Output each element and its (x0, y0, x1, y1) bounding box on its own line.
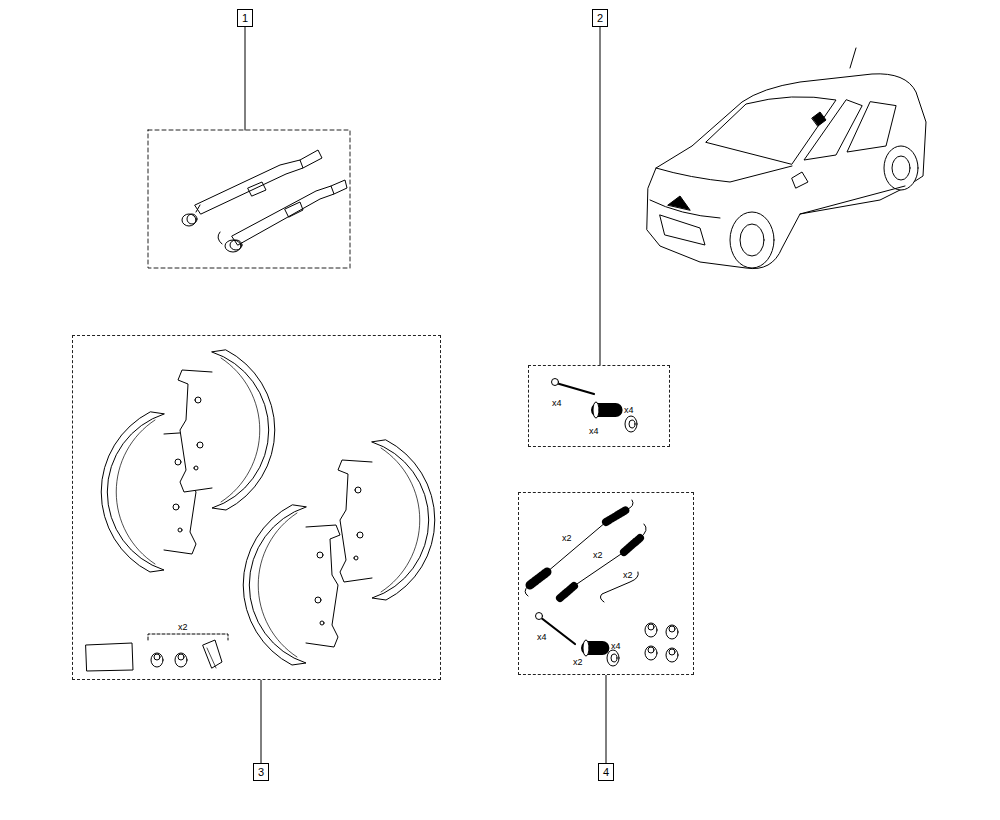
quantity-label: x2 (573, 657, 583, 667)
callout-number: 2 (597, 12, 603, 24)
callout-number: 1 (242, 12, 248, 24)
quantity-label: x4 (552, 398, 562, 408)
callout-box: 4 (598, 763, 614, 781)
quantity-label: x4 (611, 641, 621, 651)
callout-box: 2 (592, 9, 608, 27)
part-group-box: x2 x2 x2 x4 x2 x4 (518, 492, 694, 675)
quantity-label: x2 (562, 533, 572, 543)
callout-number: 4 (603, 766, 609, 778)
quantity-label: x2 (623, 570, 633, 580)
callout-box: 3 (253, 763, 269, 781)
callout-number: 3 (258, 766, 264, 778)
leader-line (600, 27, 601, 365)
leader-line (261, 680, 262, 763)
part-group-box: x4 x4 x4 (528, 365, 670, 447)
quantity-label: x2 (178, 622, 188, 632)
quantity-label: x2 (593, 550, 603, 560)
part-group-box: x2 (72, 335, 441, 680)
quantity-label: x4 (624, 405, 634, 415)
quantity-label: x4 (537, 632, 547, 642)
leader-line (606, 675, 607, 763)
quantity-label: x4 (589, 426, 599, 436)
callout-box: 1 (237, 9, 253, 27)
